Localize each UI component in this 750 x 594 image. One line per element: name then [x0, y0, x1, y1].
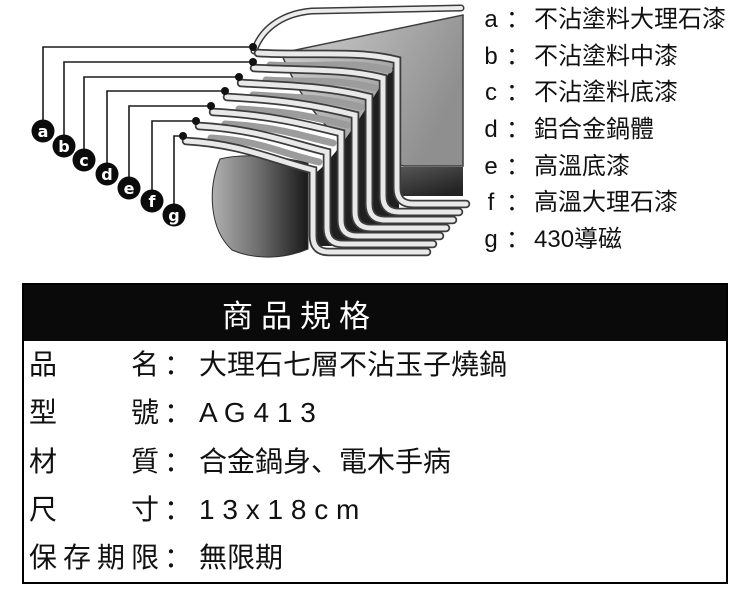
callout-line-g [173, 135, 180, 204]
legend-separator: ： [506, 79, 530, 107]
spec-row-model: 型號：A G 4 1 3 [24, 389, 726, 437]
badge-letter-c: c [79, 151, 88, 170]
spec-row-separator: ： [164, 349, 193, 381]
spec-row-value: 無限期 [199, 541, 284, 573]
legend-key: f [487, 189, 495, 217]
legend-text: 不沾塗料中漆 [534, 42, 678, 70]
layer-legend: a：不沾塗料大理石漆 b：不沾塗料中漆 c：不沾塗料底漆 d：鋁合金鍋體 e：高… [480, 2, 748, 258]
legend-separator: ： [506, 42, 530, 70]
spec-table-body: 品名：大理石七層不沾玉子燒鍋 型號：A G 4 1 3 材質：合金鍋身、電木手病… [24, 341, 726, 582]
legend-text: 不沾塗料底漆 [534, 79, 678, 107]
legend-text: 高溫大理石漆 [534, 189, 678, 217]
legend-item-a: a ：不沾塗料大理石漆 [480, 2, 748, 39]
legend-item-g: g ：430導磁 [480, 222, 748, 259]
spec-row-separator: ： [164, 493, 193, 525]
spec-row-shelf-life: 保存期限：無限期 [24, 534, 726, 582]
legend-key: b [484, 42, 498, 70]
spec-row-separator: ： [164, 397, 193, 429]
spec-row-value: 1 3 x 1 8 c m [199, 493, 360, 525]
spec-row-product-name: 品名：大理石七層不沾玉子燒鍋 [24, 341, 726, 389]
spec-row-label: 型號 [29, 397, 159, 429]
callout-badge-g: g [162, 203, 186, 227]
spec-row-value: A G 4 1 3 [199, 397, 316, 429]
legend-key: a [484, 6, 498, 34]
layer-strip-f [194, 121, 438, 249]
pan-body-cylinder [211, 155, 309, 258]
spec-row-label: 保存期限 [29, 541, 159, 573]
callout-badge-f: f [140, 189, 164, 213]
legend-item-b: b ：不沾塗料中漆 [480, 39, 748, 76]
callout-line-c [83, 76, 236, 149]
callout-badge-d: d [95, 162, 119, 186]
spec-row-label: 材質 [29, 445, 159, 477]
layer-strip-d [222, 92, 451, 233]
pan-rim-edge [250, 4, 465, 55]
callout-line-e [128, 105, 208, 177]
legend-text: 高溫底漆 [534, 152, 630, 180]
callout-dot-f [192, 117, 200, 125]
legend-separator: ： [506, 116, 530, 144]
spec-row-material: 材質：合金鍋身、電木手病 [24, 437, 726, 485]
callout-dot-e [207, 102, 215, 110]
layer-strip-a [253, 48, 471, 209]
spec-row-separator: ： [164, 541, 193, 573]
legend-key: e [484, 152, 498, 180]
callout-badge-e: e [117, 176, 141, 200]
callout-badge-c: c [72, 148, 96, 172]
legend-key: g [484, 225, 498, 253]
legend-text: 不沾塗料大理石漆 [534, 6, 726, 34]
callout-lines [42, 46, 250, 204]
layer-strip-g [181, 136, 432, 257]
callout-dot-d [221, 87, 229, 95]
callout-badge-b: b [52, 134, 76, 158]
legend-item-d: d ：鋁合金鍋體 [480, 112, 748, 149]
spec-row-label: 品名 [29, 349, 159, 381]
spec-row-value: 大理石七層不沾玉子燒鍋 [199, 349, 508, 381]
spec-row-label: 尺寸 [29, 493, 159, 525]
badge-letter-a: a [38, 122, 49, 141]
legend-separator: ： [506, 6, 530, 34]
callout-line-f [151, 120, 193, 190]
pan-bottom-cut-face [401, 167, 463, 196]
legend-item-f: f ：高溫大理石漆 [480, 185, 748, 222]
callout-line-b [63, 61, 250, 135]
legend-text: 鋁合金鍋體 [534, 116, 654, 144]
spec-table-title: 商品規格 [24, 285, 726, 341]
legend-separator: ： [506, 189, 530, 217]
badge-letter-b: b [58, 137, 69, 156]
legend-key: c [485, 79, 497, 107]
legend-item-e: e ：高溫底漆 [480, 148, 748, 185]
callout-dot-a [249, 43, 257, 51]
callout-dot-b [249, 58, 257, 66]
badge-letter-f: f [149, 192, 157, 211]
pan-layers-diagram: a b c d e [0, 0, 750, 282]
legend-separator: ： [506, 225, 530, 253]
layer-strip-c [236, 78, 458, 225]
legend-key: d [484, 116, 498, 144]
spec-row-value: 合金鍋身、電木手病 [199, 445, 452, 477]
legend-text: 430導磁 [534, 225, 623, 253]
callout-badge-a: a [31, 119, 55, 143]
pan-cross-section-illustration: a b c d e [31, 4, 471, 258]
callout-badges: a b c d e [31, 119, 186, 227]
callout-line-a [42, 46, 250, 120]
badge-letter-d: d [101, 165, 112, 184]
layer-strip-b [249, 63, 464, 217]
spec-table: 商品規格 品名：大理石七層不沾玉子燒鍋 型號：A G 4 1 3 材質：合金鍋身… [22, 283, 728, 584]
callout-line-d [106, 90, 222, 163]
spec-row-separator: ： [164, 445, 193, 477]
callout-dot-g [179, 132, 187, 140]
callout-dots [179, 43, 257, 140]
badge-letter-e: e [124, 179, 135, 198]
badge-letter-g: g [168, 206, 179, 225]
spec-row-size: 尺寸：1 3 x 1 8 c m [24, 486, 726, 534]
callout-dot-c [235, 73, 243, 81]
layer-strips [181, 48, 471, 257]
legend-separator: ： [506, 152, 530, 180]
legend-item-c: c ：不沾塗料底漆 [480, 75, 748, 112]
layer-strip-e [208, 107, 445, 241]
